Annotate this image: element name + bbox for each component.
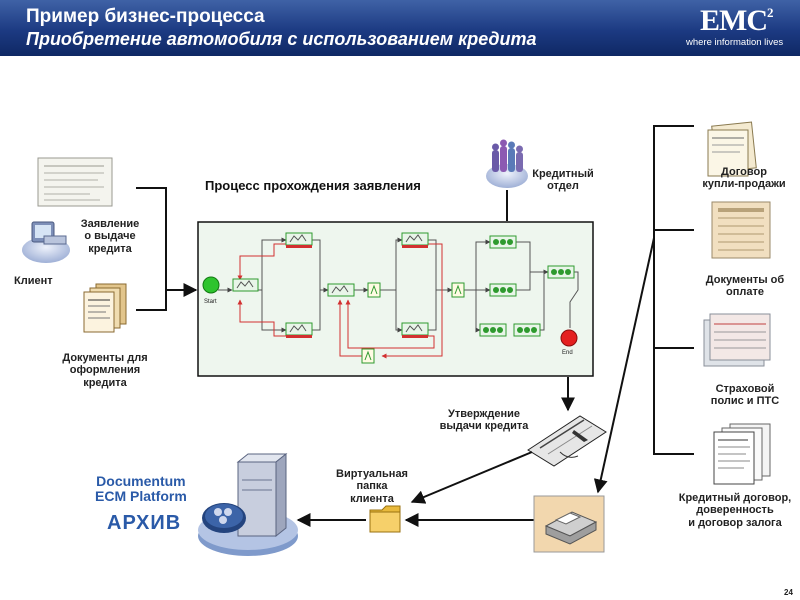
process-diagram bbox=[197, 221, 594, 377]
credit-department-icon bbox=[486, 139, 528, 188]
workflow-task bbox=[513, 323, 541, 337]
logo-name: EMC bbox=[700, 4, 768, 37]
slide-title: Пример бизнес-процесса bbox=[26, 6, 265, 27]
loan-documents-label: Документы для оформления кредита bbox=[62, 352, 148, 389]
payment-docs-label: Документы об оплате bbox=[705, 274, 785, 299]
workflow-task bbox=[232, 278, 259, 292]
client-computer-icon bbox=[22, 221, 70, 263]
emc-logo: EMC2 where information lives bbox=[680, 4, 792, 52]
archive-server-icon bbox=[198, 452, 298, 556]
page-number: 24 bbox=[784, 588, 793, 597]
approval-label: Утверждение выдачи кредита bbox=[439, 408, 529, 433]
client-label: Клиент bbox=[14, 275, 53, 287]
workflow-task bbox=[489, 235, 517, 249]
end-node-label: End bbox=[562, 350, 573, 356]
application-label: Заявление о выдаче кредита bbox=[80, 218, 140, 255]
workflow-task bbox=[285, 232, 313, 248]
approval-signature-icon bbox=[527, 415, 607, 467]
workflow-gateway bbox=[451, 282, 465, 298]
process-title: Процесс прохождения заявления bbox=[205, 178, 421, 193]
application-form-icon bbox=[37, 157, 113, 207]
sale-contract-label: Договор купли-продажи bbox=[702, 166, 786, 191]
workflow-task bbox=[479, 323, 507, 337]
archive-label: АРХИВ bbox=[107, 512, 182, 534]
workflow-task bbox=[285, 322, 313, 338]
start-node-label: Start bbox=[204, 299, 217, 305]
workflow-task bbox=[327, 283, 355, 297]
workflow-gateway bbox=[361, 348, 375, 364]
payment-documents-icon bbox=[711, 201, 771, 259]
workflow-task bbox=[401, 322, 429, 338]
insurance-policy-icon bbox=[703, 313, 771, 367]
platform-label: Documentum ECM Platform bbox=[95, 473, 187, 505]
virtual-folder-icon bbox=[369, 505, 401, 533]
sale-contract-document-icon bbox=[707, 121, 757, 177]
slide-subtitle: Приобретение автомобиля с использованием… bbox=[26, 29, 537, 49]
logo-tagline: where information lives bbox=[686, 37, 784, 48]
loan-contract-label: Кредитный договор, доверенность и догово… bbox=[678, 492, 792, 529]
loan-contract-documents-icon bbox=[713, 423, 771, 485]
workflow-task bbox=[401, 232, 429, 248]
scanner-icon bbox=[533, 495, 605, 553]
title-bar: Пример бизнес-процесса Приобретение авто… bbox=[0, 0, 800, 56]
workflow-task bbox=[547, 265, 575, 279]
insurance-label: Страховой полис и ПТС bbox=[710, 383, 780, 408]
logo-superscript: 2 bbox=[767, 5, 773, 20]
workflow-gateway bbox=[367, 282, 381, 298]
credit-department-label: Кредитный отдел bbox=[532, 168, 594, 193]
workflow-task bbox=[489, 283, 517, 297]
virtual-folder-label: Виртуальная папка клиента bbox=[336, 468, 408, 505]
loan-documents-icon bbox=[83, 283, 127, 333]
